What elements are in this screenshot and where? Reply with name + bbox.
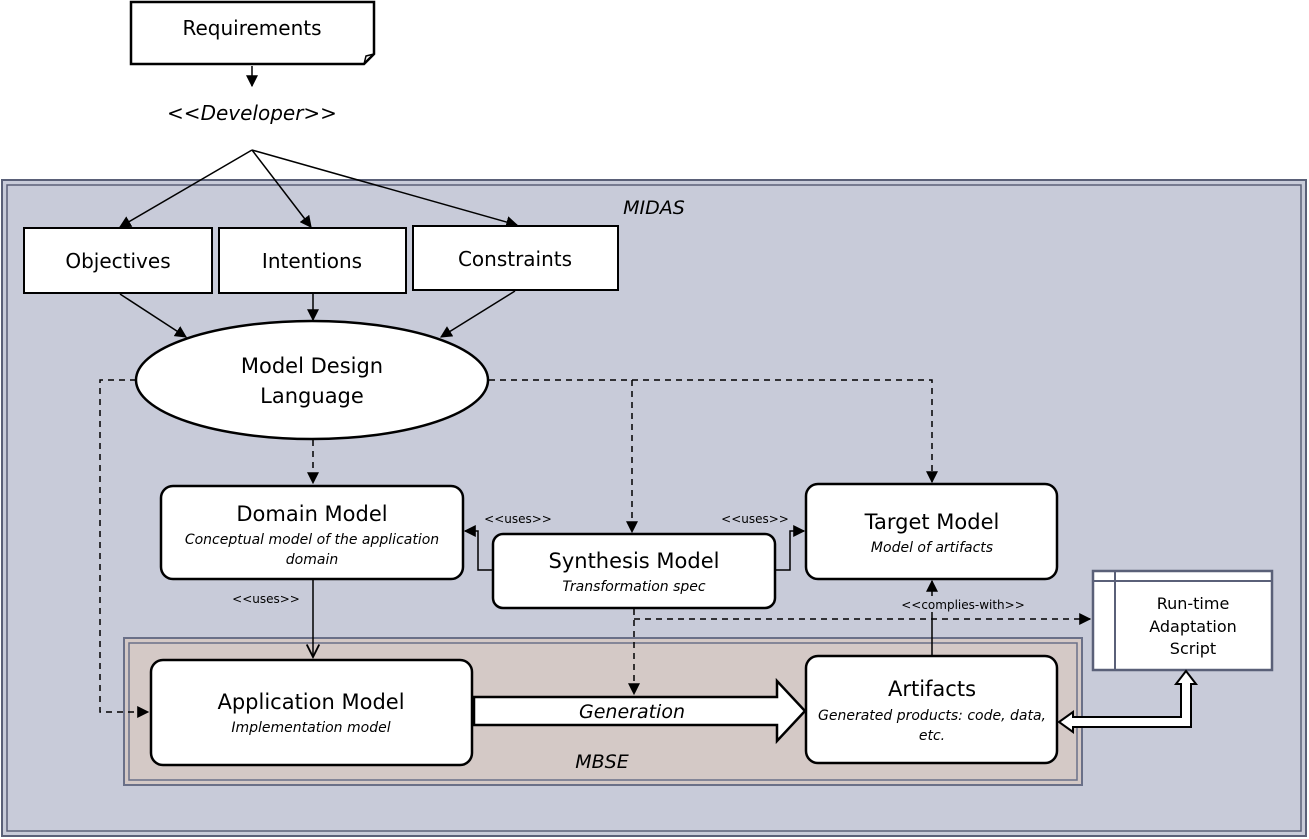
complies-label: <<complies-with>> (901, 598, 1025, 612)
objectives-label: Objectives (65, 249, 170, 273)
midas-label: MIDAS (623, 197, 685, 219)
constraints-node: Constraints (412, 225, 619, 291)
script-line1: Run-time (1157, 594, 1230, 613)
intentions-node: Intentions (218, 227, 407, 294)
model-design-language-node: Model Design Language (134, 319, 490, 441)
target-model-sub: Model of artifacts (871, 540, 993, 556)
domain-model-node: Domain Model Conceptual model of the app… (159, 484, 465, 581)
generation-label: Generation (579, 701, 685, 723)
artifacts-sub1: Generated products: code, data, (818, 708, 1046, 724)
script-line2: Adaptation (1149, 617, 1237, 636)
artifacts-sub2: etc. (919, 728, 945, 744)
synthesis-dashed-arrows (628, 609, 1092, 696)
domain-model-sub1: Conceptual model of the application (185, 532, 439, 548)
synthesis-model-node: Synthesis Model Transformation spec (491, 532, 777, 610)
mdl-line1: Model Design (241, 354, 383, 378)
mdl-dashed-arrows (99, 379, 938, 718)
synthesis-model-title: Synthesis Model (549, 549, 720, 573)
complies-label-bg (900, 596, 1028, 612)
application-model-title: Application Model (217, 690, 404, 714)
mdl-input-arrows (119, 290, 516, 338)
developer-arrows (118, 149, 519, 228)
mbse-label: MBSE (575, 751, 629, 773)
adaptation-script-node: Run-time Adaptation Script (1091, 569, 1274, 672)
developer-label: <<Developer>> (167, 101, 337, 125)
objectives-node: Objectives (23, 227, 213, 294)
target-model-title: Target Model (864, 510, 1000, 534)
artifacts-node: Artifacts Generated products: code, data… (804, 654, 1059, 765)
target-model-node: Target Model Model of artifacts (804, 482, 1059, 581)
constraints-label: Constraints (458, 247, 572, 271)
requirements-label: Requirements (182, 16, 321, 40)
mdl-line2: Language (260, 384, 364, 408)
uses-arrows (463, 525, 806, 571)
requirements-node: Requirements (129, 0, 376, 66)
application-model-node: Application Model Implementation model (149, 658, 474, 767)
artifacts-script-double-arrow (1057, 669, 1199, 734)
domain-model-title: Domain Model (236, 502, 387, 526)
script-line3: Script (1170, 639, 1216, 658)
domain-model-sub2: domain (286, 552, 338, 568)
uses-left-label: <<uses>> (484, 512, 552, 526)
intentions-label: Intentions (262, 249, 362, 273)
generation-arrow: Generation (472, 677, 807, 745)
uses-right-label: <<uses>> (721, 512, 789, 526)
application-model-sub: Implementation model (231, 720, 390, 736)
synthesis-model-sub: Transformation spec (562, 579, 705, 595)
uses-domain-label: <<uses>> (232, 592, 300, 606)
artifacts-title: Artifacts (888, 677, 976, 701)
